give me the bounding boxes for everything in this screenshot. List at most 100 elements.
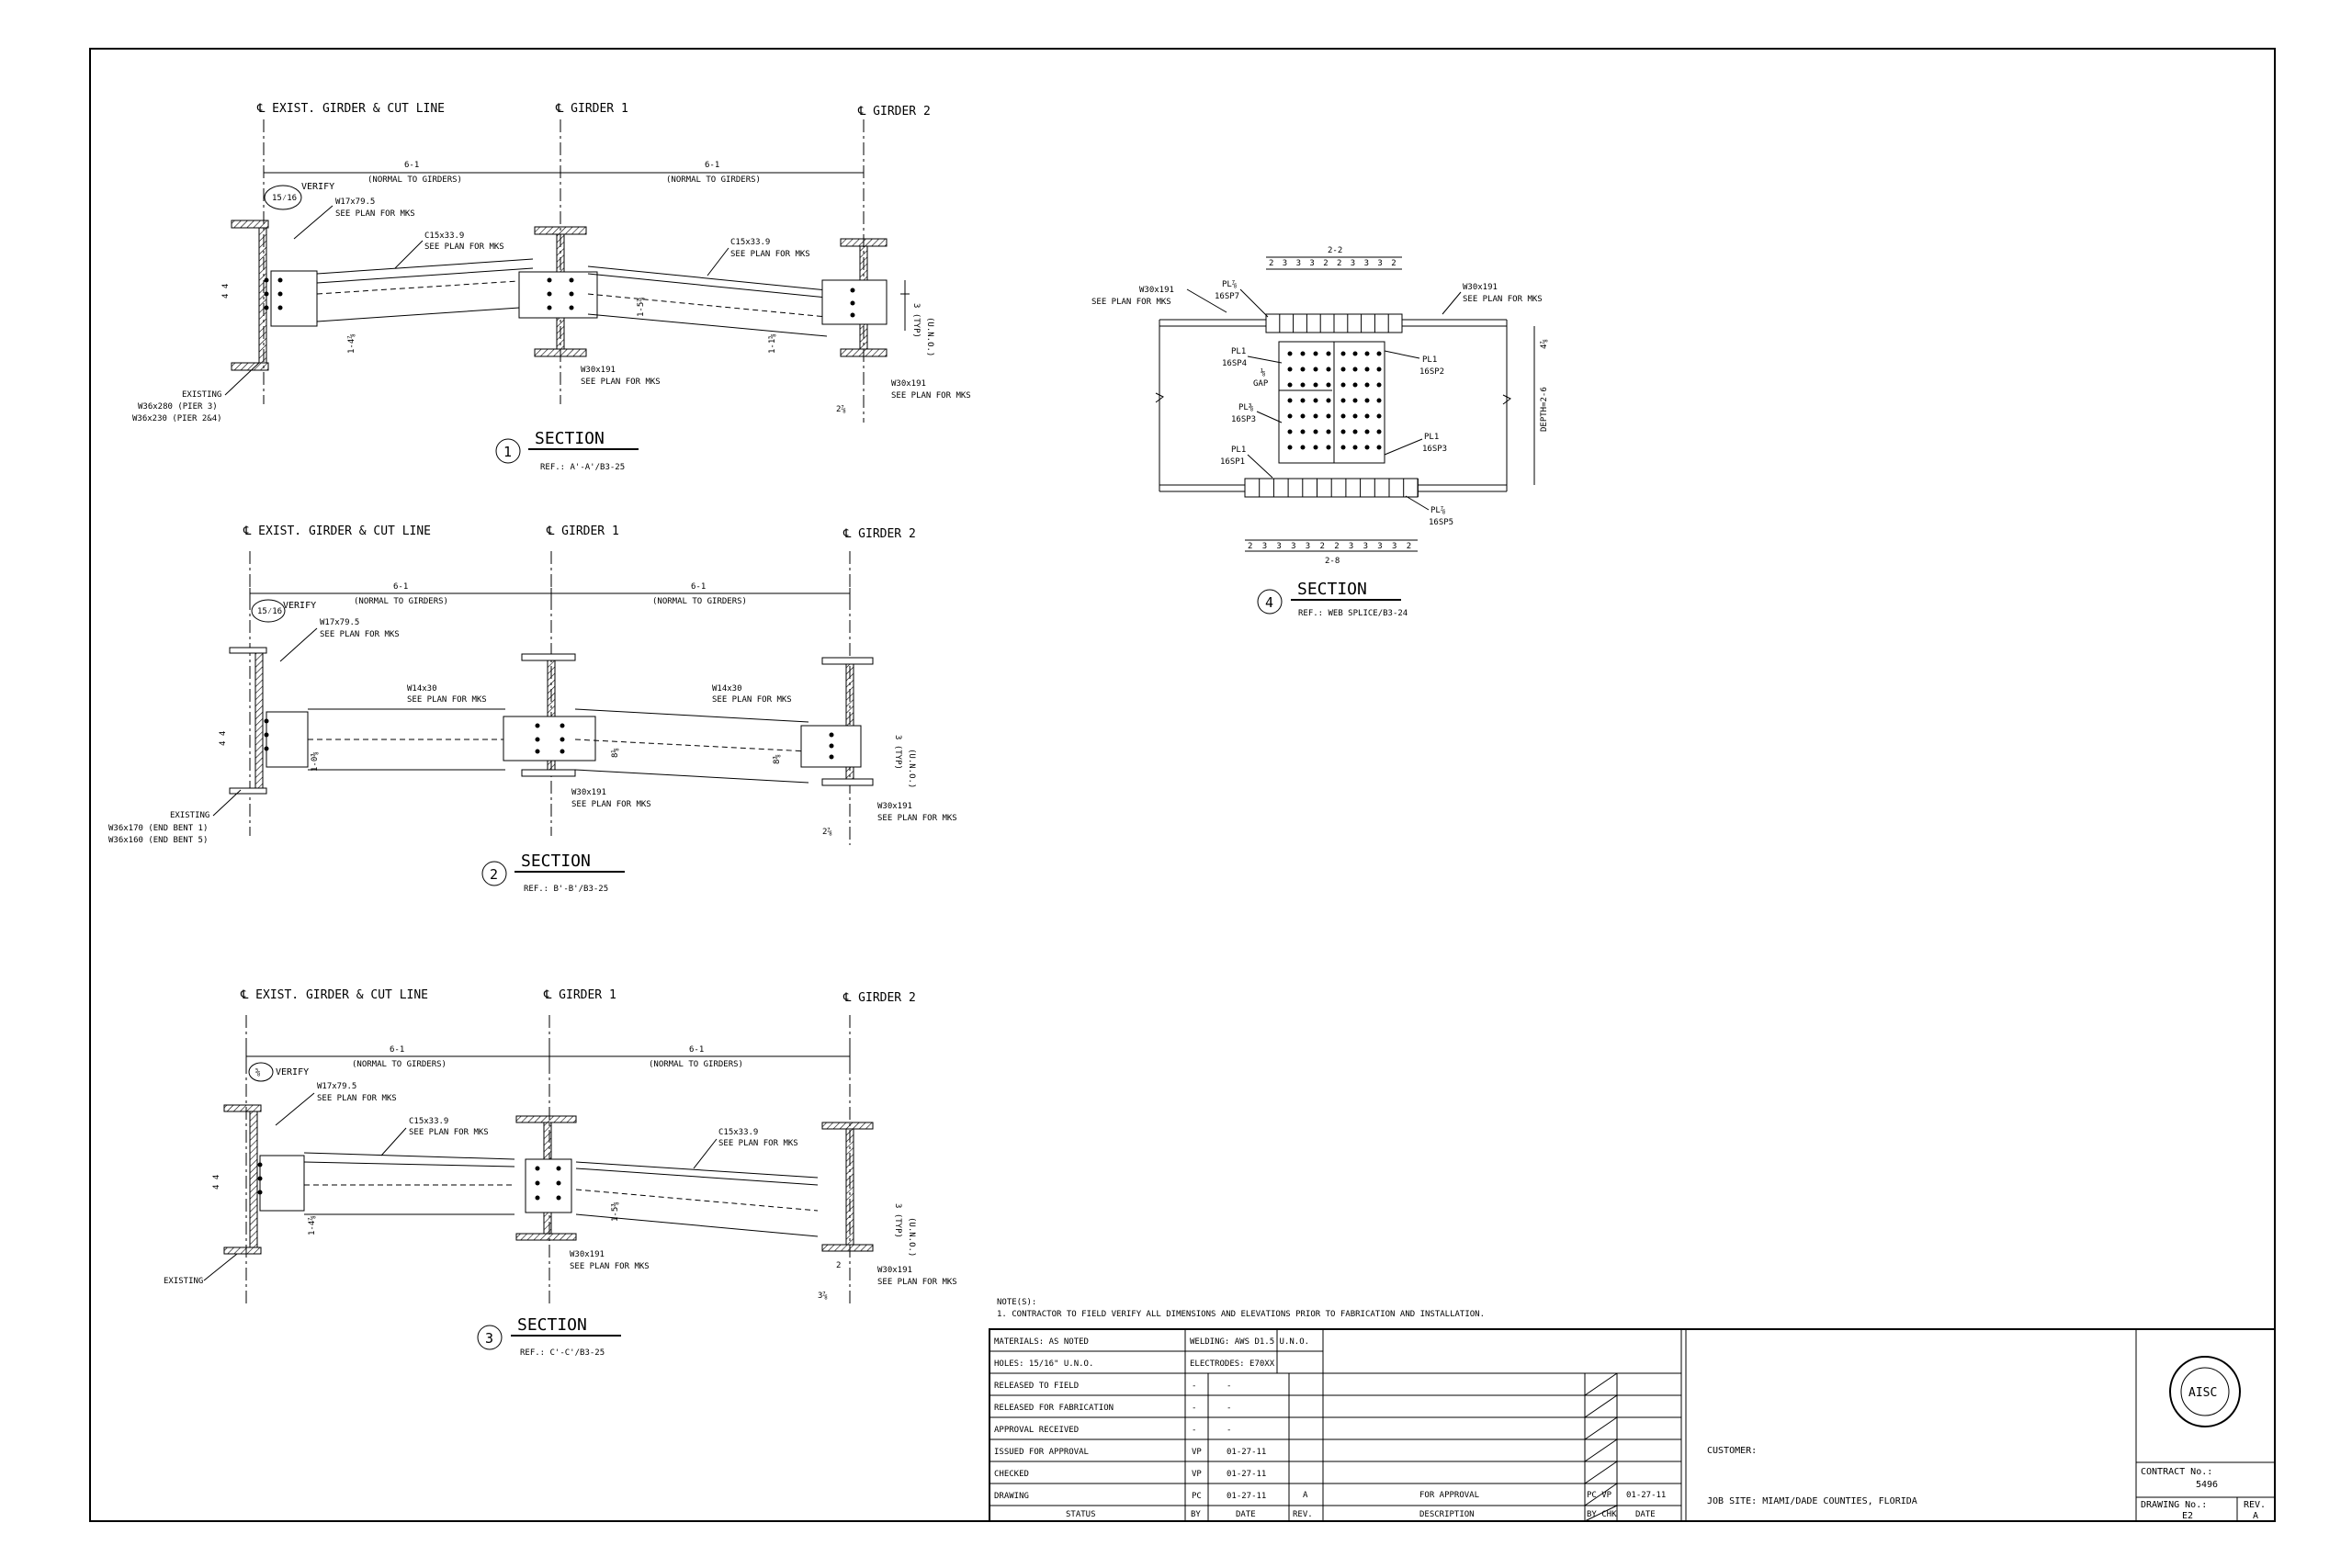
dim-vertical-2: 1-5⅞ [637,297,646,317]
typ-dim: 3 (TYP) [893,735,902,770]
bolt [1340,367,1346,372]
customer: CUSTOMER: [1707,1446,1757,1456]
bottom-spacing-label: 2 [1334,542,1339,551]
dim-vertical-2: 8⅛ [611,748,620,758]
pl1-d-mark: 16SP3 [1422,445,1447,454]
pl1-b: PL1 [1231,446,1246,455]
bolt [1300,429,1306,434]
top-spacing-label: 3 [1309,259,1314,268]
bottom-spacing-label: 3 [1392,542,1396,551]
uno-note: (U.N.O.) [907,749,916,788]
member-c-label: W14x30 [712,684,742,694]
uno-note: (U.N.O.) [907,1217,916,1257]
pl-mid-left: PL⅜ [1238,403,1253,412]
existing-size-1: W36x170 (END BENT 1) [108,824,208,833]
pl-top-left: PL⅞ [1222,280,1237,289]
verify-fraction: ⅝ [255,1068,260,1077]
bolt [1376,367,1382,372]
section-title: SECTION [535,429,605,448]
materials: MATERIALS: AS NOTED [994,1337,1089,1347]
bolt [1313,351,1318,356]
dim-small: 2⅞ [822,828,832,837]
member-b-label: C15x33.9 [424,231,464,241]
bolt [1313,429,1318,434]
date2-header: DATE [1635,1510,1656,1519]
uno-note: (U.N.O.) [925,317,934,356]
member-c-note: SEE PLAN FOR MKS [718,1139,798,1148]
bolt [1326,429,1331,434]
bolt [1326,398,1331,403]
dim-side: 4 4 [219,731,228,746]
existing-label: EXISTING [170,811,209,820]
pl1-a: PL1 [1231,347,1246,356]
member-c-label: C15x33.9 [730,238,770,247]
bolt [1352,398,1358,403]
bolt [1352,445,1358,450]
bolt [1287,351,1293,356]
bottom-spacing-label: 3 [1363,542,1368,551]
bolt [1352,367,1358,372]
pl1-c: PL1 [1422,355,1437,365]
bolt [1287,413,1293,419]
bottom-spacing-label: 3 [1276,542,1281,551]
pl-mid-left-mark: 16SP3 [1231,415,1256,424]
contract-label: CONTRACT No.: [2141,1467,2212,1477]
verify-label: VERIFY [276,1067,309,1077]
bottom-spacing-label: 3 [1291,542,1295,551]
girder-1-label: W30x191 [570,1250,605,1259]
bolt [1340,398,1346,403]
member-a-note: SEE PLAN FOR MKS [317,1094,397,1103]
dim-side: 4 4 [212,1175,221,1190]
dim-span-1: 6-1 [390,1045,404,1055]
bolt [1364,382,1370,388]
dim-vertical-2: 1-5⅜ [611,1201,620,1222]
bolt [1313,382,1318,388]
status-row-by: VP [1192,1448,1202,1457]
section-number: 1 [503,444,512,460]
girder-2-note: SEE PLAN FOR MKS [877,814,957,823]
bolt [1300,367,1306,372]
pl1-d: PL1 [1424,433,1439,442]
bolt [1340,429,1346,434]
cl-label-girder-2: ℄ GIRDER 2 [842,991,916,1005]
welding: WELDING: AWS D1.5 U.N.O. [1190,1337,1309,1347]
pl1-a-mark: 16SP4 [1222,359,1247,368]
member-b-label: W14x30 [407,684,437,694]
notes-heading: NOTE(S): [997,1298,1036,1307]
bolt [1340,382,1346,388]
bolt [1287,382,1293,388]
rev-label: REV. [2244,1500,2266,1510]
dim-span-1: 6-1 [393,582,408,592]
member-c-note: SEE PLAN FOR MKS [730,250,810,259]
status-row-by: VP [1192,1470,1202,1479]
bottom-spacing-label: 3 [1306,542,1310,551]
rev-entry-desc: FOR APPROVAL [1419,1491,1479,1500]
left-member-note: SEE PLAN FOR MKS [1091,298,1171,307]
member-a-note: SEE PLAN FOR MKS [335,209,415,219]
bottom-spacing-label: 3 [1377,542,1382,551]
bolt [1313,445,1318,450]
status-header: STATUS [1066,1510,1096,1519]
bottom-spacing-label: 2 [1320,542,1325,551]
status-row-date: - [1227,1404,1231,1413]
status-row-by: - [1192,1404,1196,1413]
verify-fraction: 15⁄16 [272,194,297,203]
status-row-date: 01-27-11 [1227,1448,1266,1457]
typ-dim: 3 (TYP) [893,1203,902,1238]
rev-entry-rev: A [1303,1491,1308,1500]
cl-label-girder-1: ℄ GIRDER 1 [543,988,616,1002]
top-gap-dim: 4⅞ [1540,339,1549,349]
bolt [1300,413,1306,419]
top-spacing-label: 3 [1377,259,1382,268]
date-header: DATE [1236,1510,1256,1519]
section-ref: REF.: A'-A'/B3-25 [540,463,625,472]
bolt [1364,351,1370,356]
bolt [1287,367,1293,372]
notes-line-1: 1. CONTRACTOR TO FIELD VERIFY ALL DIMENS… [997,1310,1485,1319]
status-row-by: - [1192,1382,1196,1391]
status-row-label: APPROVAL RECEIVED [994,1426,1079,1435]
verify-fraction: 15⁄16 [257,607,282,616]
bottom-dim: 2-8 [1325,557,1340,566]
bolt [1364,367,1370,372]
dim-vertical-3: 2 [836,1261,841,1270]
